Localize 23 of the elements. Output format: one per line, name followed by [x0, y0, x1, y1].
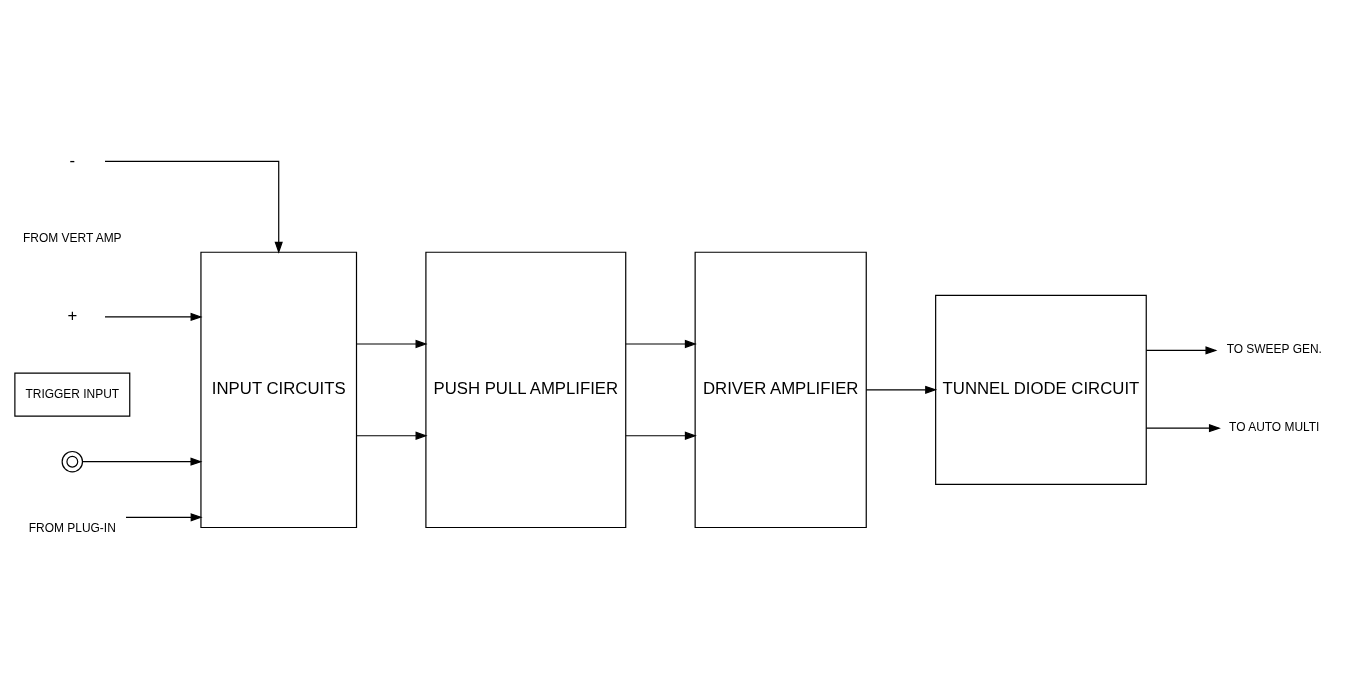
arrow	[865, 385, 938, 395]
arrow	[625, 339, 697, 349]
arrow	[1145, 423, 1221, 433]
arrow	[625, 431, 697, 440]
node-circle	[61, 450, 84, 473]
node-text: FROM PLUG-IN	[28, 520, 116, 535]
arrow	[355, 339, 428, 349]
label: FROM VERT AMP	[23, 231, 122, 246]
node-box: TRIGGER INPUT	[14, 372, 131, 417]
node-text: -	[69, 150, 76, 170]
arrow	[82, 457, 203, 466]
node-text: TO AUTO MULTI	[1229, 420, 1320, 435]
node-text: TO SWEEP GEN.	[1226, 342, 1322, 357]
arrow	[104, 312, 203, 322]
arrow	[1145, 346, 1218, 355]
arrow	[355, 431, 428, 440]
node-box: TUNNEL DIODE CIRCUIT	[935, 294, 1147, 485]
node-box: PUSH PULL AMPLIFIER	[425, 251, 627, 529]
node-box: DRIVER AMPLIFIER	[694, 251, 867, 529]
arrow	[104, 160, 283, 254]
node-text: +	[67, 306, 78, 326]
node-box: INPUT CIRCUITS	[200, 251, 358, 529]
arrow	[125, 513, 203, 522]
